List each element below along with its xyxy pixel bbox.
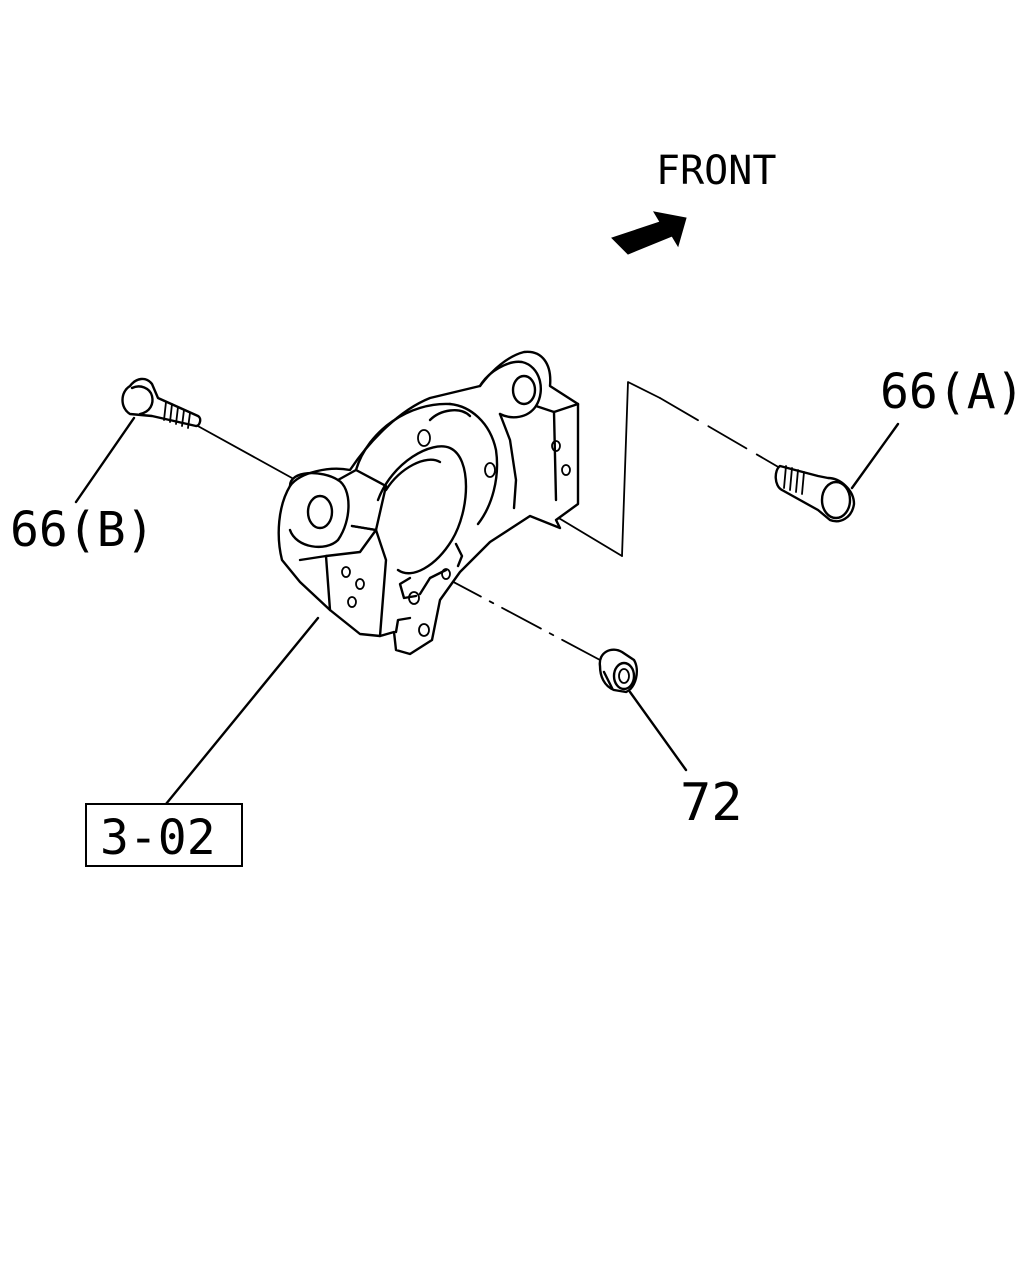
front-label: FRONT bbox=[656, 148, 776, 194]
reference-box bbox=[85, 803, 243, 867]
bolt-b-axis-line bbox=[195, 424, 293, 479]
bracket-upper-hole bbox=[417, 429, 431, 447]
leader-bolt-a bbox=[850, 422, 900, 490]
bracket-right-hole bbox=[511, 374, 537, 406]
leader-bolt-b bbox=[74, 416, 136, 504]
mounting-bracket bbox=[277, 350, 580, 656]
callout-72: 72 bbox=[680, 773, 743, 833]
front-arrow-icon bbox=[611, 211, 687, 255]
bolt-b-part bbox=[121, 377, 202, 429]
callout-66b: 66(B) bbox=[10, 502, 155, 558]
nut-axis-dashed bbox=[321, 511, 601, 661]
bolt-a-part bbox=[774, 464, 856, 523]
bracket-left-hole bbox=[306, 494, 334, 530]
callout-reference[interactable]: 3-02 bbox=[100, 810, 216, 866]
leader-reference bbox=[164, 616, 320, 806]
nut-part bbox=[598, 648, 638, 694]
bolt-a-axis-dashed bbox=[659, 397, 781, 469]
callout-66a: 66(A) bbox=[880, 364, 1024, 420]
leader-nut bbox=[628, 690, 688, 772]
bolt-a-offset-line bbox=[621, 381, 661, 557]
